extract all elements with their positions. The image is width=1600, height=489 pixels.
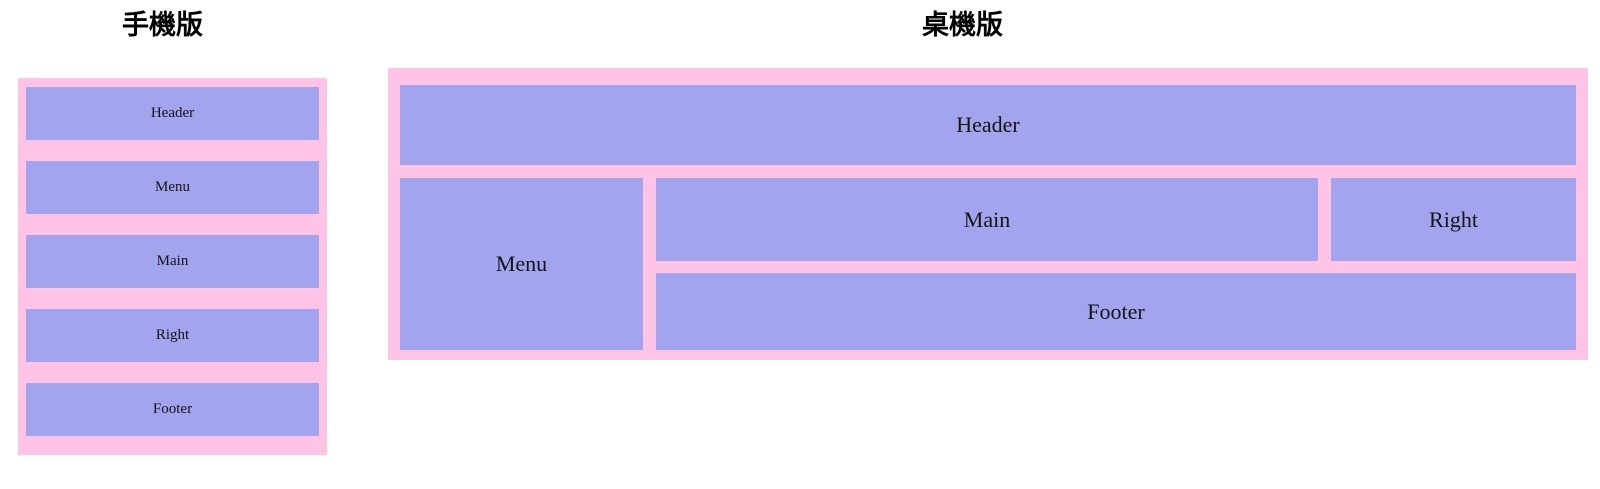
- desktop-block-main: Main: [656, 178, 1318, 261]
- mobile-block-footer: Footer: [26, 383, 319, 436]
- mobile-block-header: Header: [26, 87, 319, 140]
- desktop-block-right: Right: [1331, 178, 1576, 261]
- desktop-layout-container: Header Menu Main Right Footer: [388, 68, 1588, 360]
- mobile-layout-container: Header Menu Main Right Footer: [18, 78, 327, 455]
- mobile-block-main: Main: [26, 235, 319, 288]
- desktop-block-header: Header: [400, 85, 1576, 165]
- mobile-block-right: Right: [26, 309, 319, 362]
- desktop-block-footer: Footer: [656, 273, 1576, 350]
- mobile-block-menu: Menu: [26, 161, 319, 214]
- desktop-section-title: 桌機版: [922, 10, 1003, 41]
- mobile-section-title: 手機版: [122, 10, 203, 41]
- desktop-block-menu: Menu: [400, 178, 643, 350]
